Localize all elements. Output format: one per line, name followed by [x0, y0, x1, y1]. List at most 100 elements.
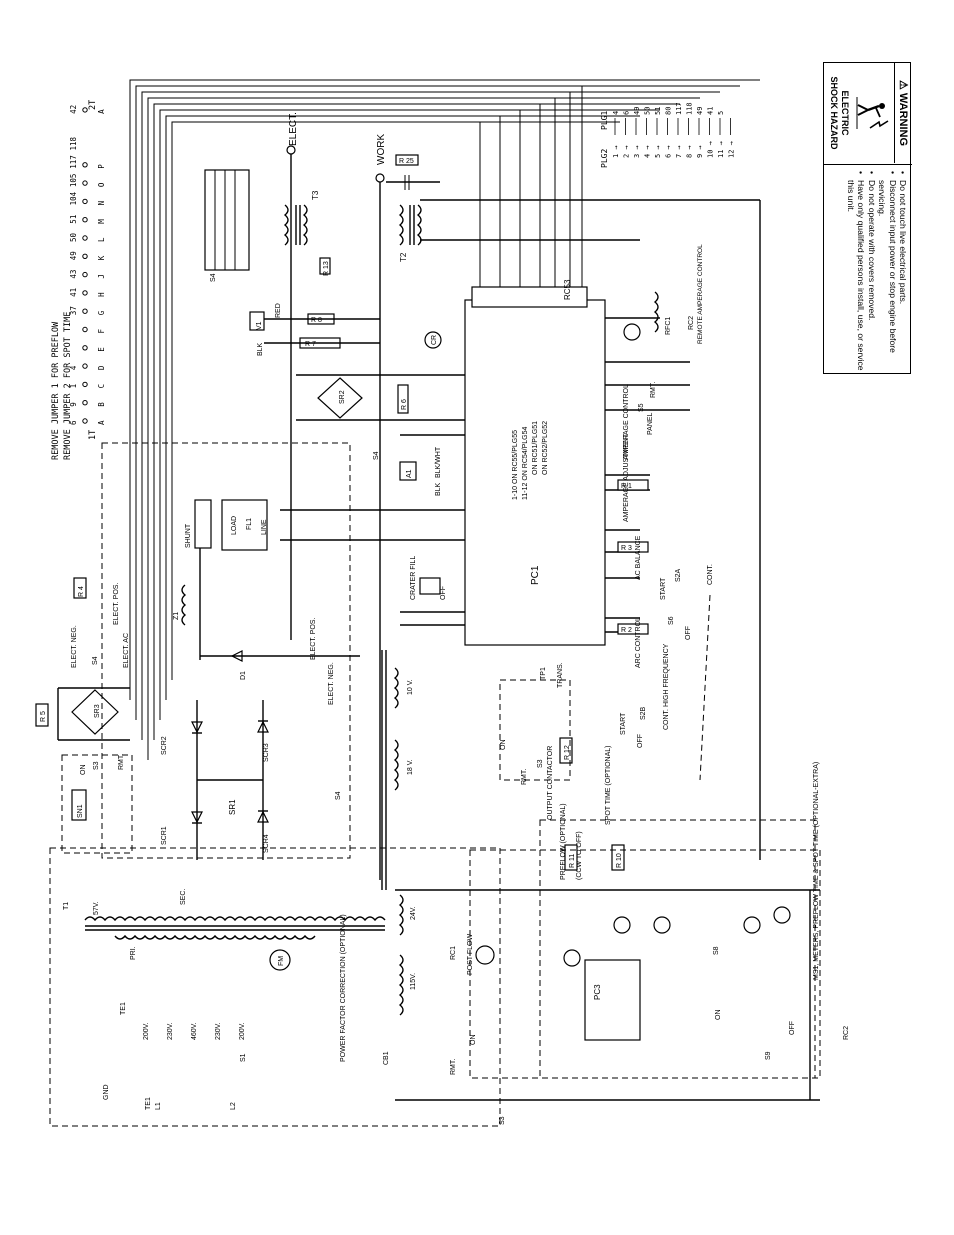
warning-header-text: WARNING [897, 92, 909, 147]
plug-table: PLG1 PLG2 1 →42 →63 →494 →505 →516 →807 … [600, 102, 736, 168]
ac-balance-label: AC BALANCE [635, 535, 642, 580]
s3-label-left: S3 [93, 761, 100, 770]
work-terminal-label: WORK [376, 134, 387, 165]
plug-wire-number: 41 [707, 107, 715, 115]
cb1-label: CB1 [383, 1051, 390, 1065]
pri-label: PRI. [130, 946, 137, 960]
terminal-point [82, 217, 88, 223]
elect-neg-label-mid: ELECT. NEG. [328, 662, 335, 705]
terminal-point [82, 180, 88, 186]
terminal-wire-number: 42 [69, 105, 78, 114]
plug-pin-number: 1 → [612, 145, 620, 158]
output-section: ELECT. WORK T3 T2 R 25 R 13 V1 RED BLK [249, 112, 761, 880]
s9-label: S9 [765, 1051, 772, 1060]
v18-label: 18 V. [407, 759, 414, 775]
rmt-label-s3-bottom: RMT. [450, 1059, 457, 1075]
v1-meter-label: V1 [256, 321, 263, 330]
terminal-letter: C [97, 384, 106, 389]
terminal-letter: B [97, 402, 106, 407]
svg-text:R 11: R 11 [569, 854, 576, 868]
remote-amperage-control-label: REMOTE AMPERAGE CONTROL [697, 244, 704, 344]
legend-line-4: ON RC52/PLG52 [542, 421, 549, 475]
sr3-label: SR3 [94, 704, 101, 718]
a1-meter-label: A1 [406, 469, 413, 478]
start-label-s2a: START [660, 577, 667, 600]
plug-wire-number: 117 [675, 102, 683, 115]
d1-label: D1 [240, 671, 247, 680]
shunt-label: SHUNT [185, 523, 192, 548]
hf-section: TRANS. TP1 ON R 12 RMT. S3 OUTPUT CONTAC… [499, 594, 711, 820]
t3-label: T3 [311, 190, 320, 200]
blk-wire-label-a1: BLK [435, 482, 442, 496]
terminal-wire-number: 1 [69, 384, 78, 389]
terminal-letter: H [97, 292, 106, 297]
trans-label: TRANS. [557, 662, 564, 688]
te1-label-top: TE1 [120, 1002, 127, 1015]
v230-label-right: 230V. [215, 1022, 222, 1040]
tp1-label: TP1 [540, 667, 547, 680]
terminal-wire-number: 104 [69, 191, 78, 205]
preflow-label: PREFLOW (OPTIONAL) [560, 803, 567, 880]
bottom-section: T1 57V. SEC. PRI. FM POWER FACTOR CORREC… [49, 847, 850, 1127]
te1-label-bottom: TE1 [145, 1097, 152, 1110]
terminal-point [82, 253, 88, 259]
s2b-label: S2B [640, 706, 647, 720]
terminal-letter: O [97, 182, 106, 187]
svg-text:R 12: R 12 [564, 745, 571, 760]
s2a-label: S2A [675, 568, 682, 582]
ccw-to-off-label: (CCW TO OFF) [576, 831, 583, 880]
rc2-label-top: RC2 [688, 316, 695, 330]
s4-switch-block: S4 [204, 169, 250, 282]
amperage-control-label: AMPERAGE CONTROL [623, 384, 630, 460]
plug-wire-number: 49 [633, 107, 641, 115]
arc-control-label: ARC CONTROL [635, 617, 642, 668]
svg-text:R 7: R 7 [305, 341, 316, 348]
plug-pin-number: 5 → [654, 145, 662, 158]
cont-label-s2a: CONT. [707, 564, 714, 585]
terminal-letter: M [97, 219, 106, 224]
svg-text:R 8: R 8 [311, 317, 322, 324]
power-factor-label: POWER FACTOR CORRECTION (OPTIONAL) [340, 914, 347, 1062]
warning-item: Disconnect input power or stop engine be… [877, 171, 897, 371]
terminal-letter: G [97, 310, 106, 315]
terminal-point [82, 326, 88, 333]
terminal-letter: L [97, 237, 106, 242]
control-section: RFC1 RC2 REMOTE AMPERAGE CONTROL AMPERAG… [410, 244, 714, 668]
plug-pin-number: 3 → [633, 145, 641, 158]
header-notes: REMOVE JUMPER 1 FOR PREFLOW REMOVE JUMPE… [51, 312, 73, 460]
v10-label: 10 V. [407, 679, 414, 695]
crater-fill-label: CRATER FILL [410, 556, 417, 600]
plug-pin-number: 7 → [675, 145, 683, 158]
l2-label: L2 [230, 1102, 237, 1110]
terminal-point [82, 107, 88, 113]
v460-label: 460V. [191, 1022, 198, 1040]
s4-label-top: S4 [210, 273, 217, 282]
t2-label: T2 [399, 252, 408, 262]
terminal-letter: K [97, 255, 106, 260]
fl1-label: FL1 [246, 518, 253, 530]
plug-label-plg2: PLG2 [600, 149, 609, 168]
rmt-label-s5: RMT. [650, 382, 657, 398]
red-wire-label: RED [275, 303, 282, 318]
sr2-label: SR2 [339, 390, 346, 404]
rc53-label: RC53 [563, 279, 572, 300]
plug-wire-number: 49 [696, 107, 704, 115]
scr4-label: SCR4 [263, 834, 270, 853]
fm-label: FM [278, 956, 285, 966]
on-label-s3-left: ON [80, 765, 87, 776]
sr1-label: SR1 [228, 799, 237, 815]
scr1-label: SCR1 [161, 826, 168, 845]
elect-terminal-label: ELECT. [288, 112, 299, 146]
on-label-s3-bottom: ON [470, 1035, 477, 1046]
s4-label-left: S4 [92, 656, 99, 665]
pc1-board: RC53 PC1 1-10 ON RC55/PLG55 11-12 ON RC5… [280, 279, 690, 646]
svg-text:R 6: R 6 [401, 399, 408, 410]
hazard-line-2: SHOCK HAZARD [829, 76, 839, 150]
terminal-point [82, 198, 88, 205]
gnd-label: GND [103, 1084, 110, 1100]
terminal-letter: P [97, 164, 106, 169]
terminal-letter: J [97, 274, 106, 279]
s6-label: S6 [668, 616, 675, 625]
terminal-point [82, 235, 88, 241]
